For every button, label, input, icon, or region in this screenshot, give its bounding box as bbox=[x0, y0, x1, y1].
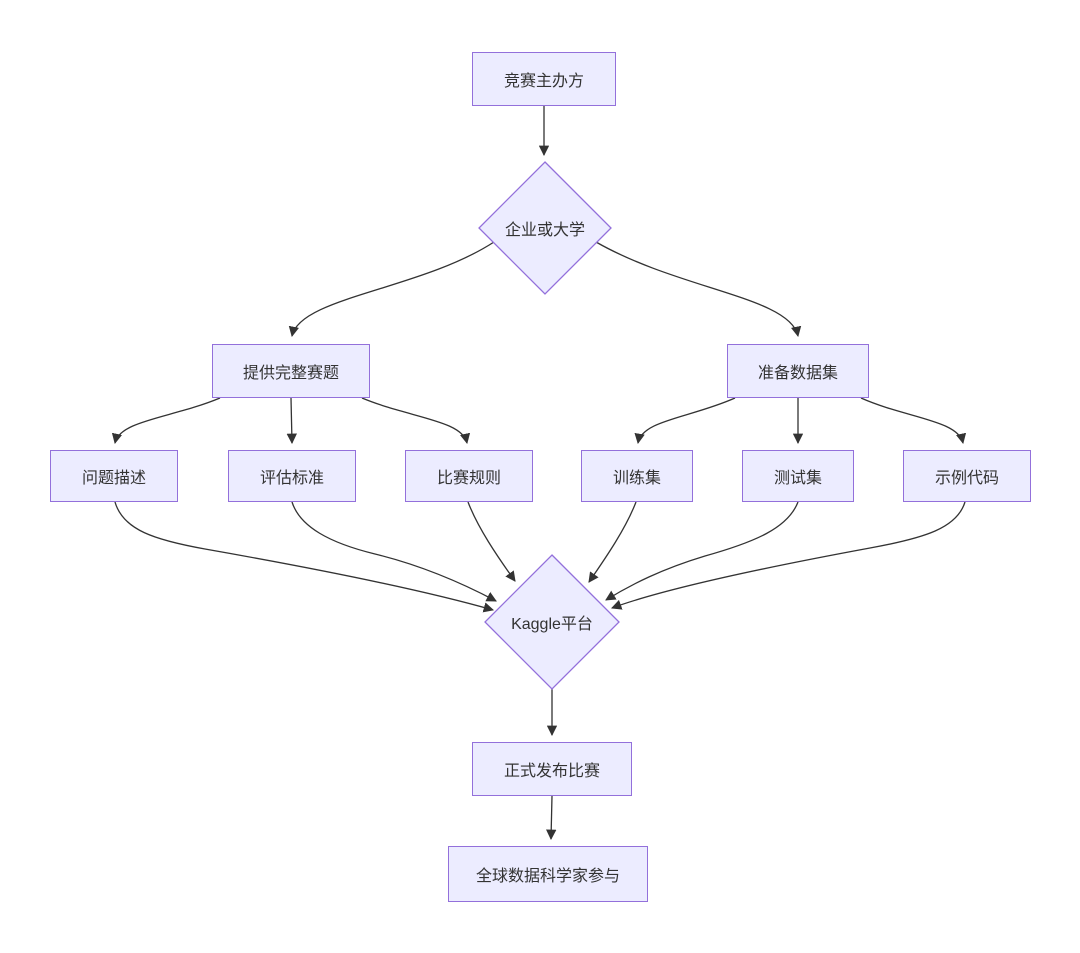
node-participants-label: 全球数据科学家参与 bbox=[475, 868, 620, 885]
node-topic-label: 提供完整赛题 bbox=[242, 365, 339, 382]
node-sample-code-label: 示例代码 bbox=[934, 470, 999, 487]
node-host-label: 竞赛主办方 bbox=[503, 73, 584, 90]
node-host: 竞赛主办方 bbox=[472, 52, 616, 106]
node-train-set: 训练集 bbox=[581, 450, 693, 502]
node-problem-desc: 问题描述 bbox=[50, 450, 178, 502]
edge-rules-to-kaggle bbox=[467, 501, 516, 582]
node-eval-criteria-label: 评估标准 bbox=[259, 470, 324, 487]
edge-dataset-to-train-set bbox=[634, 397, 736, 445]
edge-sample-code-to-kaggle bbox=[611, 501, 966, 610]
node-eval-criteria: 评估标准 bbox=[228, 450, 356, 502]
node-test-set-label: 测试集 bbox=[773, 470, 822, 487]
node-dataset-label: 准备数据集 bbox=[757, 365, 838, 382]
edge-eval-criteria-to-kaggle bbox=[291, 501, 497, 602]
node-test-set: 测试集 bbox=[742, 450, 854, 502]
edge-test-set-to-kaggle bbox=[605, 501, 799, 601]
edge-org-type-to-topic bbox=[288, 241, 495, 338]
edge-topic-to-eval-criteria bbox=[286, 397, 297, 445]
edge-group bbox=[111, 106, 967, 841]
node-participants: 全球数据科学家参与 bbox=[448, 846, 648, 902]
edge-topic-to-rules bbox=[361, 397, 471, 445]
edge-train-set-to-kaggle bbox=[588, 501, 637, 583]
edge-publish-to-participants bbox=[546, 795, 557, 841]
node-train-set-label: 训练集 bbox=[612, 470, 661, 487]
node-dataset: 准备数据集 bbox=[727, 344, 869, 398]
edge-org-type-to-dataset bbox=[595, 241, 802, 338]
diamond-group bbox=[478, 161, 620, 690]
node-publish-label: 正式发布比赛 bbox=[503, 763, 600, 780]
edge-problem-desc-to-kaggle bbox=[114, 501, 495, 613]
node-rules: 比赛规则 bbox=[405, 450, 533, 502]
node-topic: 提供完整赛题 bbox=[212, 344, 370, 398]
kaggle-diamond-shape bbox=[484, 554, 620, 690]
node-problem-desc-label: 问题描述 bbox=[81, 470, 146, 487]
node-sample-code: 示例代码 bbox=[903, 450, 1031, 502]
edge-dataset-to-sample-code bbox=[860, 397, 967, 445]
org-type-diamond-shape bbox=[478, 161, 612, 295]
node-rules-label: 比赛规则 bbox=[436, 470, 501, 487]
node-publish: 正式发布比赛 bbox=[472, 742, 632, 796]
edge-topic-to-problem-desc bbox=[111, 397, 221, 445]
